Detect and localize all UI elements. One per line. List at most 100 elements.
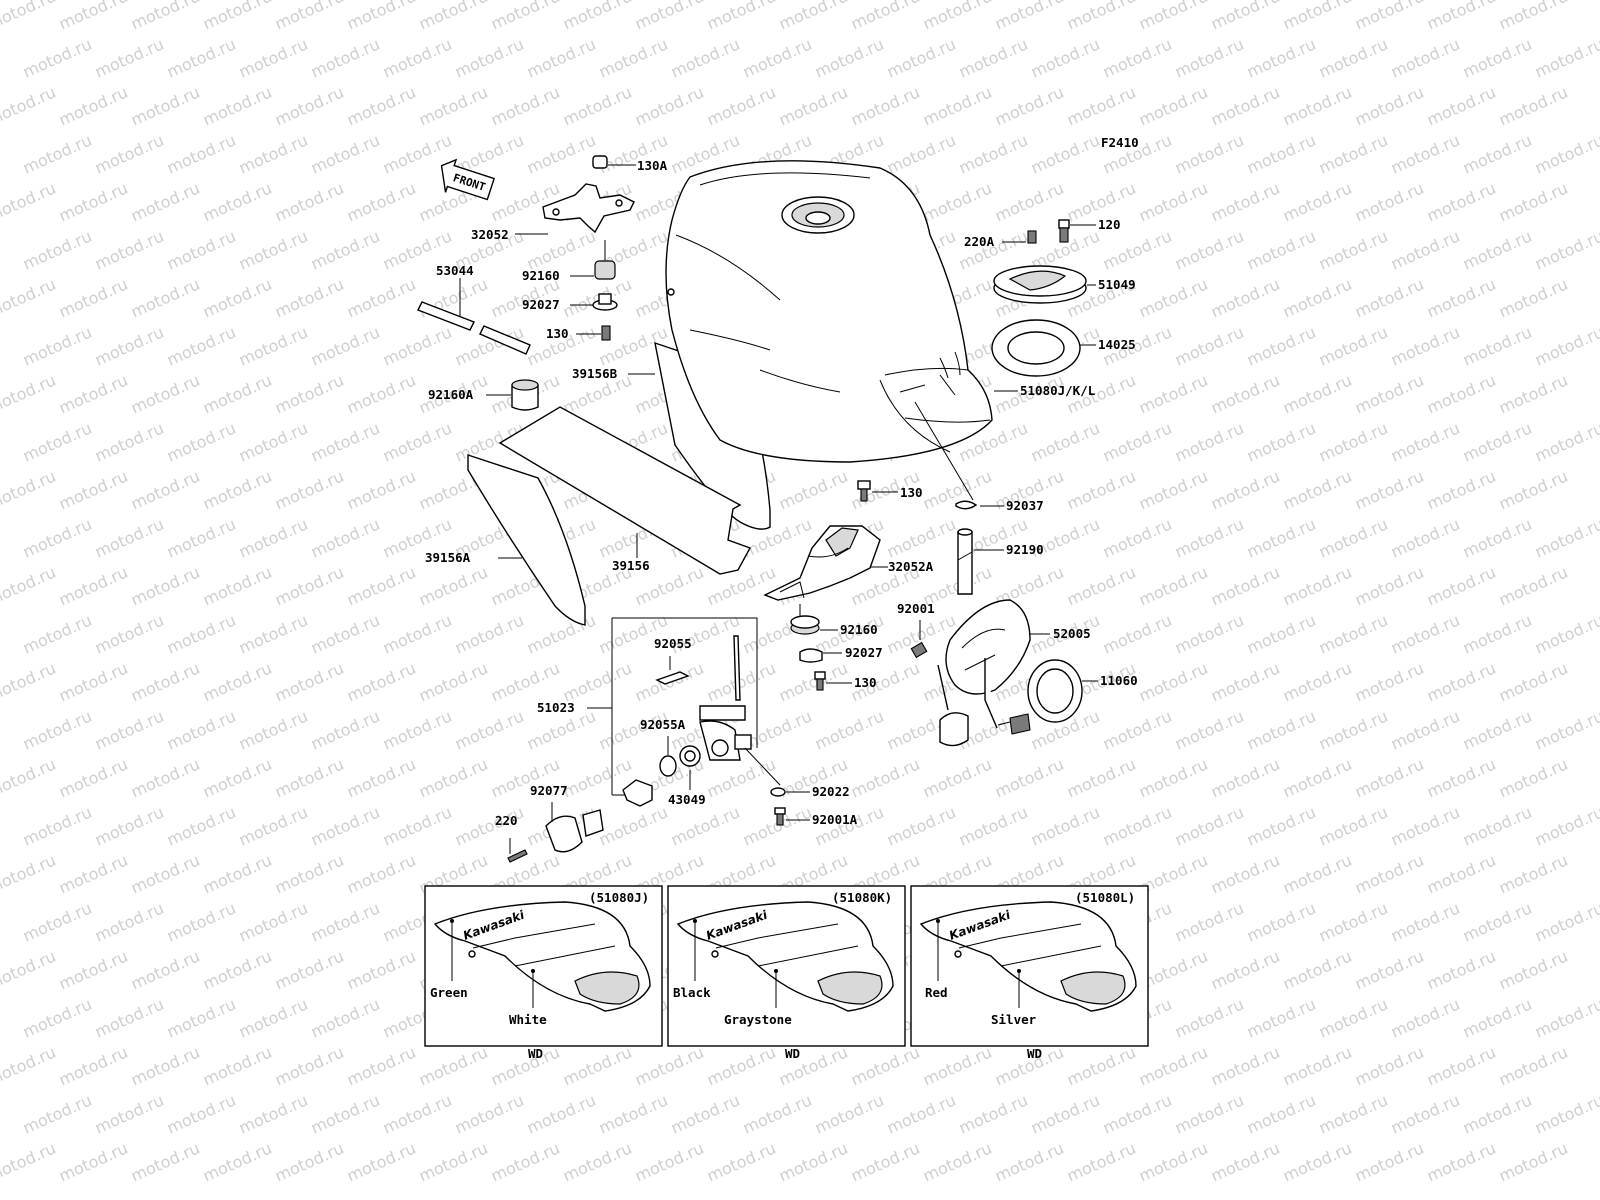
watermark-text: motod.ru [272, 658, 347, 705]
variant-panel-l: (51080L) Kawasaki Red Silver WD [910, 885, 1149, 1061]
watermark-text: motod.ru [0, 850, 59, 897]
o-ring-92055a [659, 736, 677, 777]
watermark-text: motod.ru [560, 1042, 635, 1089]
watermark-text: motod.ru [128, 1138, 203, 1185]
screw-220 [507, 838, 528, 863]
watermark-text: motod.ru [128, 754, 203, 801]
watermark-text: motod.ru [1208, 658, 1283, 705]
watermark-text: motod.ru [308, 34, 383, 81]
watermark-text: motod.ru [1244, 418, 1319, 465]
watermark-text: motod.ru [164, 706, 239, 753]
label-52005: 52005 [1053, 626, 1091, 641]
watermark-text: motod.ru [524, 610, 599, 657]
watermark-text: motod.ru [524, 130, 599, 177]
watermark-text: motod.ru [1496, 850, 1571, 897]
watermark-text: motod.ru [920, 0, 995, 34]
watermark-text: motod.ru [1460, 418, 1535, 465]
rubber-strip-53044 [417, 278, 531, 355]
watermark-text: motod.ru [308, 226, 383, 273]
watermark-text: motod.ru [56, 754, 131, 801]
label-51023: 51023 [537, 700, 575, 715]
watermark-text: motod.ru [344, 850, 419, 897]
watermark-text: motod.ru [272, 850, 347, 897]
watermark-text: motod.ru [1424, 466, 1499, 513]
watermark-text: motod.ru [1136, 754, 1211, 801]
watermark-text: motod.ru [884, 514, 959, 561]
watermark-text: motod.ru [1388, 706, 1463, 753]
watermark-text: motod.ru [92, 898, 167, 945]
watermark-text: motod.ru [1280, 562, 1355, 609]
watermark-text: motod.ru [20, 802, 95, 849]
watermark-text: motod.ru [560, 274, 635, 321]
watermark-text: motod.ru [20, 706, 95, 753]
watermark-text: motod.ru [1172, 418, 1247, 465]
gasket-14025 [991, 319, 1096, 377]
watermark-text: motod.ru [632, 1042, 707, 1089]
watermark-text: motod.ru [56, 1138, 131, 1185]
watermark-text: motod.ru [272, 178, 347, 225]
watermark-text: motod.ru [1136, 0, 1211, 34]
label-92160: 92160 [522, 268, 560, 283]
watermark-text: motod.ru [1424, 658, 1499, 705]
watermark-text: motod.ru [1208, 946, 1283, 993]
watermark-text: motod.ru [1496, 274, 1571, 321]
watermark-text: motod.ru [1352, 658, 1427, 705]
watermark-text: motod.ru [488, 658, 563, 705]
watermark-text: motod.ru [272, 562, 347, 609]
label-92160a: 92160A [428, 387, 474, 402]
watermark-text: motod.ru [1352, 562, 1427, 609]
watermark-text: motod.ru [884, 34, 959, 81]
watermark-text: motod.ru [56, 466, 131, 513]
watermark-text: motod.ru [1172, 34, 1247, 81]
watermark-text: motod.ru [920, 1138, 995, 1185]
bolt-130-lower [814, 671, 852, 691]
watermark-text: motod.ru [1316, 802, 1391, 849]
watermark-text: motod.ru [1496, 0, 1571, 34]
watermark-text: motod.ru [1064, 466, 1139, 513]
label-120: 120 [1098, 217, 1121, 232]
label-220a: 220A [964, 234, 995, 249]
watermark-text: motod.ru [308, 610, 383, 657]
color-primary: Green [430, 985, 468, 1000]
watermark-text: motod.ru [1136, 274, 1211, 321]
watermark-text: motod.ru [200, 658, 275, 705]
watermark-text: motod.ru [632, 1138, 707, 1185]
watermark-text: motod.ru [1316, 130, 1391, 177]
watermark-text: motod.ru [416, 0, 491, 34]
watermark-text: motod.ru [1352, 754, 1427, 801]
watermark-text: motod.ru [1316, 226, 1391, 273]
watermark-text: motod.ru [92, 130, 167, 177]
bolt-120 [1058, 219, 1096, 243]
watermark-text: motod.ru [1388, 994, 1463, 1041]
watermark-text: motod.ru [1532, 226, 1600, 273]
watermark-text: motod.ru [164, 514, 239, 561]
part-number-labels: 130A 32052 53044 92160 92027 130 39156B … [425, 158, 1138, 828]
watermark-text: motod.ru [1388, 514, 1463, 561]
watermark-text: motod.ru [236, 898, 311, 945]
watermark-text: motod.ru [0, 178, 59, 225]
region-code: WD [1027, 1046, 1042, 1061]
watermark-text: motod.ru [452, 610, 527, 657]
bracket-32052 [515, 183, 635, 235]
watermark-text: motod.ru [236, 1090, 311, 1137]
watermark-text: motod.ru [236, 226, 311, 273]
watermark-text: motod.ru [596, 802, 671, 849]
watermark-text: motod.ru [200, 1042, 275, 1089]
watermark-text: motod.ru [344, 1138, 419, 1185]
watermark-text: motod.ru [20, 514, 95, 561]
watermark-text: motod.ru [848, 0, 923, 34]
watermark-text: motod.ru [1316, 322, 1391, 369]
watermark-text: motod.ru [1532, 610, 1600, 657]
watermark-text: motod.ru [1316, 994, 1391, 1041]
watermark-text: motod.ru [1460, 1090, 1535, 1137]
watermark-text: motod.ru [1352, 82, 1427, 129]
watermark-text: motod.ru [884, 1090, 959, 1137]
watermark-text: motod.ru [1424, 274, 1499, 321]
watermark-text: motod.ru [920, 82, 995, 129]
watermark-text: motod.ru [236, 610, 311, 657]
watermark-text: motod.ru [344, 0, 419, 34]
watermark-text: motod.ru [848, 1042, 923, 1089]
watermark-text: motod.ru [1388, 898, 1463, 945]
watermark-text: motod.ru [1532, 418, 1600, 465]
